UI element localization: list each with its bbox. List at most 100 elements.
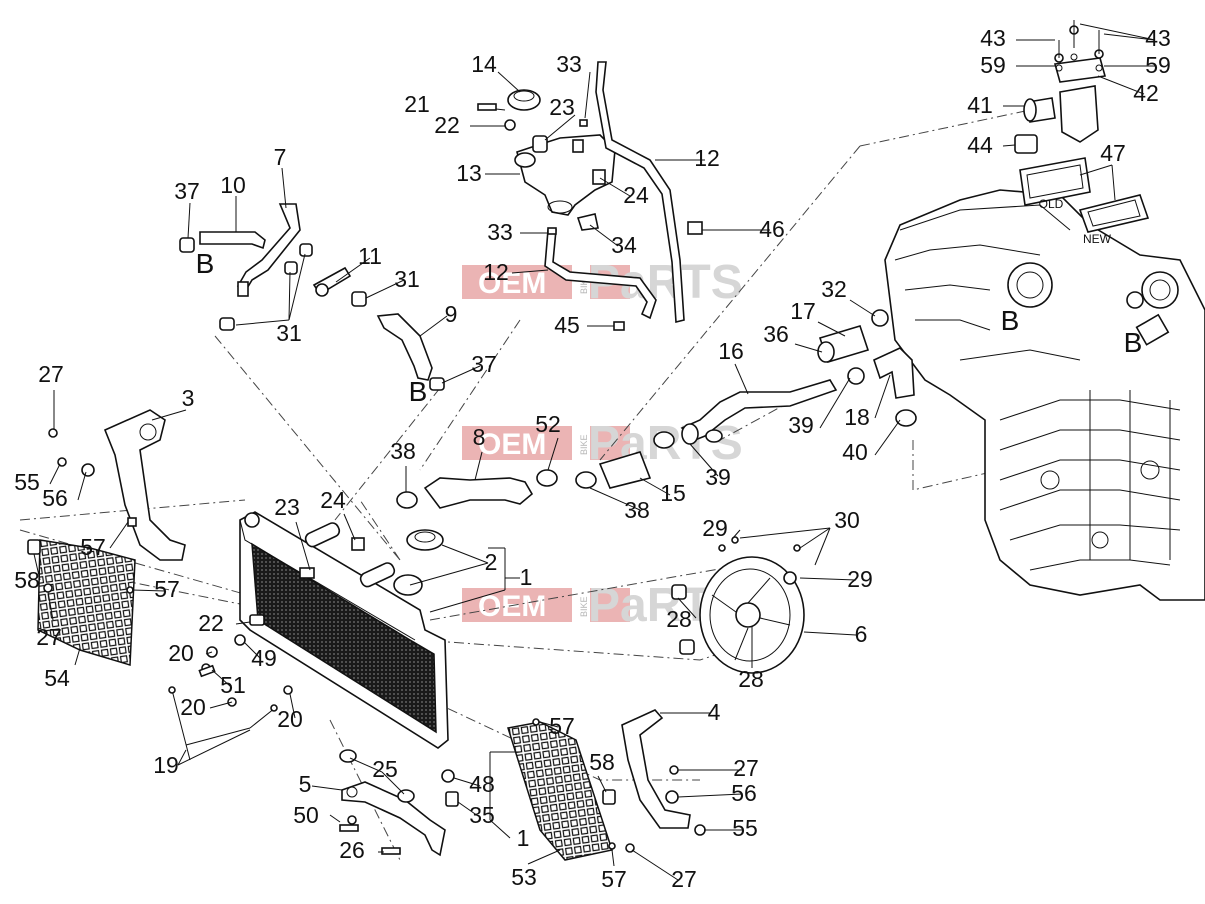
callout-5: 5 (299, 771, 312, 797)
callout-44: 44 (967, 132, 993, 158)
callout-25: 25 (372, 756, 398, 782)
watermark-bike-text: BIKE (579, 596, 589, 617)
callout-9: 9 (445, 301, 458, 327)
callout-6: 6 (855, 621, 868, 647)
callout-18: 18 (844, 404, 870, 430)
thermostat-assembly (1014, 20, 1150, 233)
callout-52: 52 (535, 411, 561, 437)
callout-22b: 22 (198, 610, 224, 636)
callout-31a: 31 (394, 266, 420, 292)
breather-hoses (179, 203, 445, 391)
watermark-group: OEM BIKE PaRTS OEM BIKE PaRTS OEM BIKE P… (462, 256, 743, 632)
callout-31b: 31 (276, 320, 302, 346)
callout-20b: 20 (180, 694, 206, 720)
callout-27d: 27 (671, 866, 697, 892)
callout-21: 21 (404, 91, 430, 117)
watermark-oem-text: OEM (478, 428, 546, 461)
bracket-3 (48, 409, 186, 561)
callout-40: 40 (842, 439, 868, 465)
callout-43a: 43 (980, 25, 1006, 51)
callout-23b: 23 (274, 494, 300, 520)
callout-17: 17 (790, 298, 816, 324)
callout-57c: 57 (549, 713, 575, 739)
callout-39a: 39 (788, 412, 814, 438)
callout-56a: 56 (42, 485, 68, 511)
callout-1b: 1 (517, 825, 530, 851)
callout-45: 45 (554, 312, 580, 338)
callout-34: 34 (611, 232, 637, 258)
callout-57b: 57 (154, 576, 180, 602)
hose-12 (544, 61, 703, 331)
watermark-bike-text: BIKE (579, 434, 589, 455)
callout-11: 11 (358, 243, 382, 269)
connection-marker-Bb: B (409, 376, 428, 407)
callout-39b: 39 (705, 464, 731, 490)
callout-51: 51 (220, 672, 246, 698)
callout-29a: 29 (702, 515, 728, 541)
coolant-hoses (396, 309, 917, 509)
watermark-bike-text: BIKE (579, 273, 589, 294)
leader-lines (33, 23, 1156, 881)
callout-33a: 33 (556, 51, 582, 77)
callout-22a: 22 (434, 112, 460, 138)
callout-24b: 24 (320, 487, 346, 513)
callout-38a: 38 (390, 438, 416, 464)
callout-23a: 23 (549, 94, 575, 120)
version-tag-new: NEW (1083, 232, 1112, 246)
callout-37a: 37 (174, 178, 200, 204)
callout-14: 14 (471, 51, 497, 77)
callout-30: 30 (834, 507, 860, 533)
callout-59a: 59 (980, 52, 1006, 78)
callout-16: 16 (718, 338, 744, 364)
callout-7: 7 (274, 144, 287, 170)
callout-27b: 27 (36, 624, 62, 650)
callout-8: 8 (473, 424, 486, 450)
callout-4: 4 (708, 699, 721, 725)
callout-20c: 20 (277, 706, 303, 732)
callout-10: 10 (220, 172, 246, 198)
callout-57a: 57 (80, 534, 106, 560)
bracket-4 (621, 709, 706, 853)
callout-42: 42 (1133, 80, 1159, 106)
callout-32: 32 (821, 276, 847, 302)
cooling-fan (671, 536, 805, 674)
callout-13: 13 (456, 160, 482, 186)
callout-48: 48 (469, 771, 495, 797)
callout-55b: 55 (732, 815, 758, 841)
callout-24a: 24 (623, 182, 649, 208)
callout-1a: 1 (520, 564, 533, 590)
callout-43b: 43 (1145, 25, 1171, 51)
connection-marker-Bd: B (1124, 327, 1143, 358)
callout-49: 49 (251, 645, 277, 671)
grille-54 (27, 539, 136, 666)
version-tag-old: OLD (1039, 197, 1064, 211)
callout-28a: 28 (666, 606, 692, 632)
connection-marker-Ba: B (196, 248, 215, 279)
callout-56b: 56 (731, 780, 757, 806)
callout-37b: 37 (471, 351, 497, 377)
callout-12b: 12 (483, 259, 509, 285)
callout-53: 53 (511, 864, 537, 890)
expansion-tank (477, 89, 616, 231)
lower-bracket-5 (339, 749, 459, 857)
callout-36: 36 (763, 321, 789, 347)
callout-12a: 12 (694, 145, 720, 171)
callout-47: 47 (1100, 140, 1126, 166)
callout-46: 46 (759, 216, 785, 242)
radiator (168, 511, 449, 761)
callout-3: 3 (182, 385, 195, 411)
callout-38b: 38 (624, 497, 650, 523)
callout-26: 26 (339, 837, 365, 863)
callout-2: 2 (485, 549, 498, 575)
connection-marker-Bc: B (1001, 305, 1020, 336)
callout-19: 19 (153, 752, 179, 778)
watermark-oem-text: OEM (478, 590, 546, 623)
callout-55a: 55 (14, 469, 40, 495)
callout-41: 41 (967, 92, 993, 118)
callout-58b: 58 (589, 749, 615, 775)
callout-27a: 27 (38, 361, 64, 387)
callout-20a: 20 (168, 640, 194, 666)
